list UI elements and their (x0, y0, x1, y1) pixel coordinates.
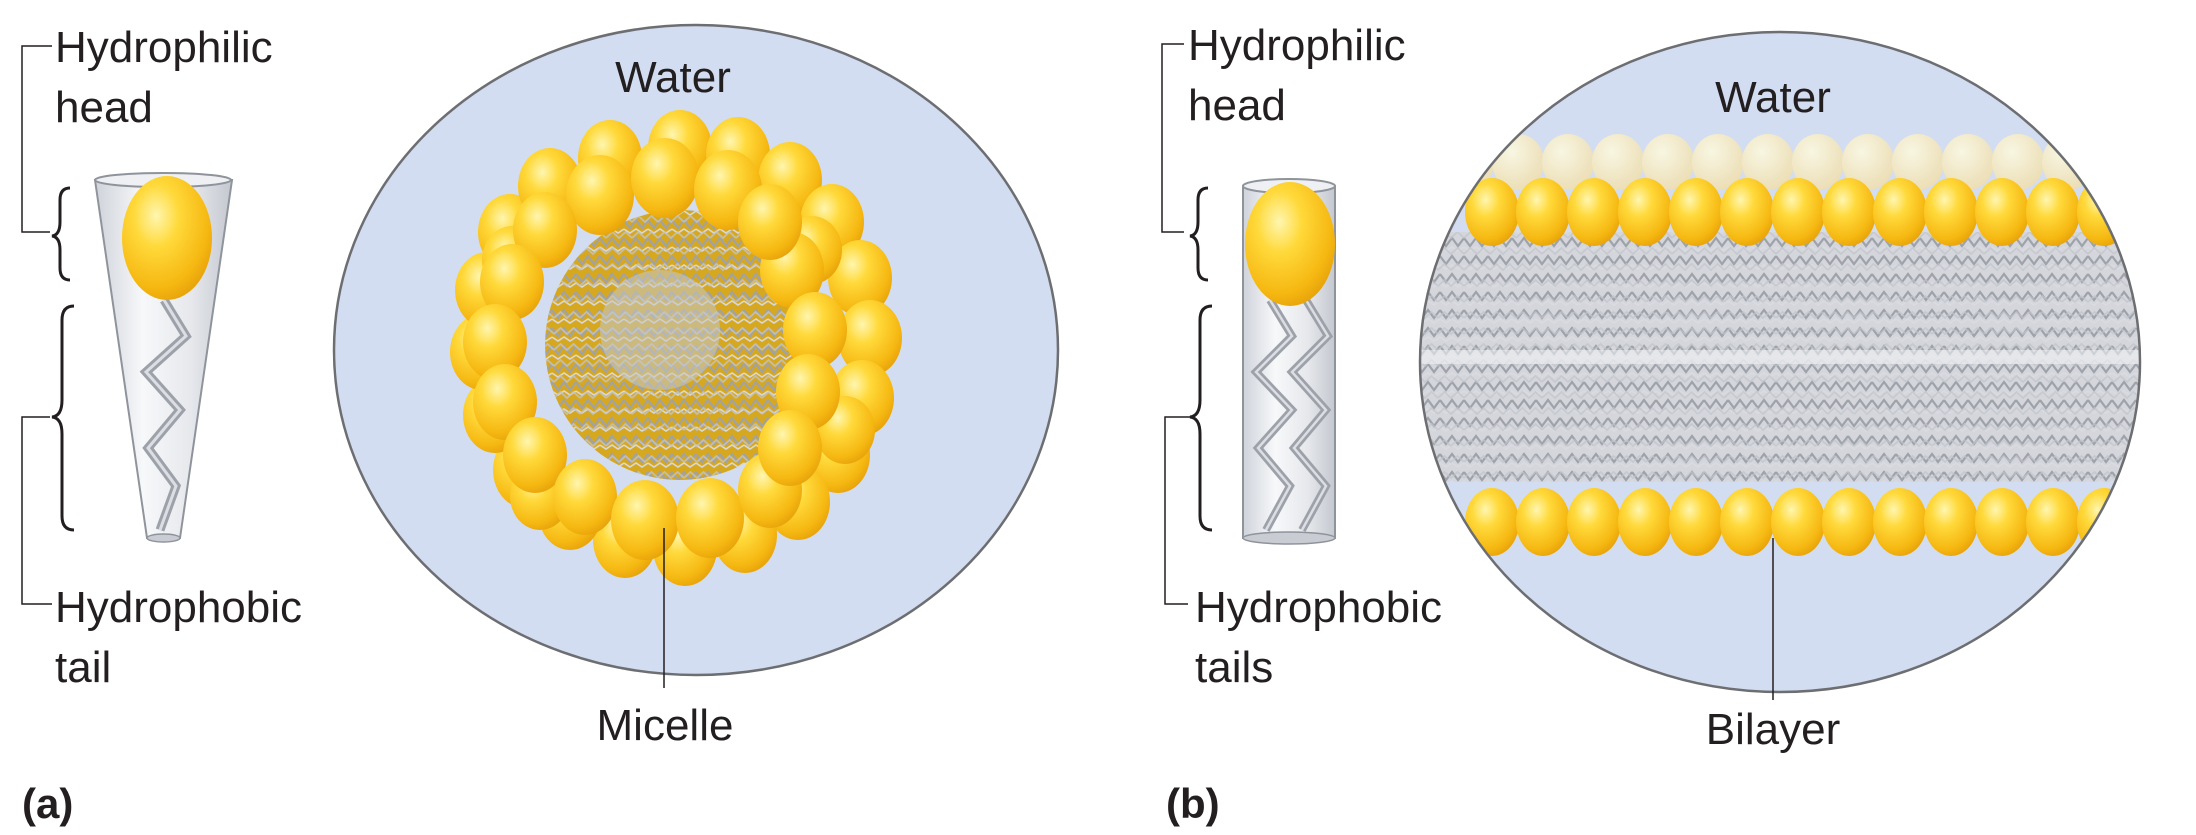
panel-b-tail-brace (1189, 304, 1213, 532)
panel-b-label: (b) (1166, 780, 1220, 827)
micelle (450, 110, 902, 586)
panel-a-head-bracket-line (21, 45, 52, 233)
panel-a-tail-brace (51, 304, 75, 532)
panel-a-water-label: Water (615, 53, 731, 102)
panel-b-head-brace (1189, 186, 1209, 282)
panel-a-tail-label-line1: Hydrophobic (55, 583, 302, 632)
panel-a-tail-bracket-line (21, 416, 52, 605)
panel-b-head-label-line1: Hydrophilic (1188, 21, 1406, 70)
micelle-core (545, 210, 815, 480)
panel-a-head-brace (51, 186, 71, 282)
panel-a-head-label-line2: head (55, 83, 153, 132)
panel-b-tail-bracket-line (1164, 416, 1190, 605)
hydrophilic-head (122, 176, 212, 300)
panel-b-tail-label-line2: tails (1195, 643, 1273, 692)
panel-a-structure-label: Micelle (597, 701, 734, 750)
panel-b-structure-label: Bilayer (1706, 705, 1841, 754)
panel-a-cone-lipid (93, 172, 234, 543)
micelle-front-heads (463, 138, 847, 560)
panel-a: Hydrophilic head Hydrophobic tail Water (21, 23, 1060, 827)
panel-b-tail-label-line1: Hydrophobic (1195, 583, 1442, 632)
panel-a-tail-label-line2: tail (55, 643, 111, 692)
panel-b-water-label: Water (1715, 73, 1831, 122)
panel-b-cylinder-lipid (1242, 178, 1336, 545)
panel-a-head-label-line1: Hydrophilic (55, 23, 273, 72)
panel-b-head-label-line2: head (1188, 81, 1286, 130)
panel-b-water-outline (1418, 30, 2142, 694)
panel-a-label: (a) (22, 780, 73, 827)
bilayer-top-heads (1465, 178, 2131, 246)
panel-b-head-bracket-line (1161, 43, 1184, 233)
bilayer-bottom-heads (1465, 488, 2131, 556)
hydrophilic-head (1245, 182, 1335, 306)
panel-b: Hydrophilic head Hydrophobic tails (1161, 21, 2142, 827)
